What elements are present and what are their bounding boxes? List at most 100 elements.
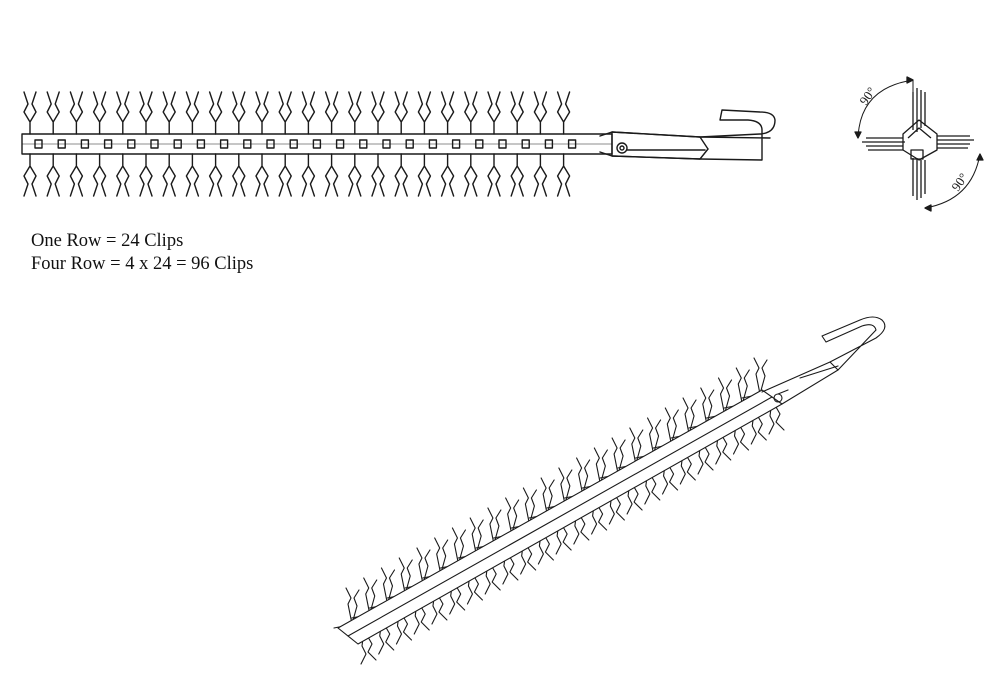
iso-clip (457, 517, 505, 595)
side-clip-slot (359, 139, 368, 149)
iso-clip (617, 427, 665, 505)
side-clip (324, 91, 339, 197)
side-clip (348, 91, 362, 197)
side-view (21, 91, 776, 197)
side-clip-slot (451, 139, 461, 149)
end-clip-top (912, 88, 926, 132)
side-clip-slot (80, 139, 90, 149)
iso-pivot-pin (773, 393, 783, 403)
iso-clip (528, 477, 576, 555)
iso-clip (475, 507, 523, 585)
side-clip (487, 91, 501, 197)
side-clip-slot (475, 139, 484, 149)
side-clip (394, 91, 408, 197)
side-clip-slot (127, 139, 136, 149)
side-clips (23, 91, 577, 197)
clip-count-notes: One Row = 24 Clips Four Row = 4 x 24 = 9… (31, 230, 253, 276)
iso-clip (741, 357, 789, 435)
side-clip-slot (289, 139, 298, 149)
iso-clip (439, 527, 487, 605)
angle-arrow-1 (906, 76, 914, 84)
iso-clip (546, 467, 594, 545)
end-view: 90° 90° (854, 76, 984, 212)
side-clip (278, 91, 292, 197)
side-clip-slot (243, 139, 252, 149)
iso-clip (688, 387, 736, 465)
angle-label-top: 90° (856, 84, 879, 108)
side-clip (46, 91, 60, 197)
side-clip-slot (57, 139, 66, 149)
side-clip-slot (382, 139, 391, 149)
angle-arrow-4 (976, 153, 984, 161)
side-clip (440, 91, 455, 197)
four-row-note: Four Row = 4 x 24 = 96 Clips (31, 254, 254, 274)
side-clip-slot (498, 139, 507, 149)
pivot-pin (616, 142, 628, 154)
end-clip-right (937, 135, 974, 149)
side-clip-slot (266, 139, 275, 149)
iso-clip (404, 547, 452, 625)
side-clip (510, 91, 524, 197)
side-clip-slot (173, 139, 182, 149)
side-clip (556, 91, 571, 197)
end-center-inner (907, 127, 932, 139)
side-clip-slot (196, 139, 206, 149)
isometric-view (333, 316, 886, 665)
iso-clip (635, 417, 683, 495)
iso-clip (493, 497, 541, 575)
iso-clip (386, 557, 434, 635)
iso-clip (510, 487, 558, 565)
angle-arc-top (857, 79, 914, 139)
iso-clip (351, 577, 399, 655)
side-clip (301, 91, 316, 197)
side-clip-slot (150, 139, 159, 149)
iso-clip (723, 367, 771, 445)
angle-arc-bottom (924, 153, 981, 209)
side-clip-slot (405, 139, 414, 149)
end-center-body (902, 119, 938, 161)
side-clip (162, 91, 176, 197)
side-clip-slot (335, 139, 345, 149)
side-clip-slot (103, 139, 113, 149)
iso-clip (670, 397, 718, 475)
strip-hook (699, 109, 776, 161)
side-clip (255, 91, 269, 197)
iso-clip (652, 407, 700, 485)
side-clip (139, 91, 153, 197)
rod-link (611, 131, 709, 160)
iso-rod (761, 361, 839, 405)
iso-clips (333, 357, 789, 665)
side-clip-slot (34, 139, 43, 149)
side-clip-slot (219, 139, 229, 149)
side-clip (371, 91, 385, 197)
angle-arrow-3 (924, 204, 932, 212)
side-clip (69, 91, 84, 197)
side-clip (23, 91, 37, 197)
one-row-note: One Row = 24 Clips (31, 231, 184, 251)
iso-clip (581, 447, 629, 525)
pivot-pin-inner (619, 145, 625, 151)
side-clip (417, 91, 432, 197)
end-clip-bottom (912, 158, 926, 200)
side-clip (116, 91, 130, 197)
side-clip-slot (428, 139, 438, 149)
side-clip (185, 91, 200, 197)
angle-label-bottom: 90° (948, 170, 971, 194)
angle-arrow-2 (854, 131, 862, 139)
iso-clip (333, 587, 381, 665)
side-clip (232, 91, 246, 197)
iso-clip (705, 377, 754, 455)
iso-clip (599, 437, 647, 515)
side-clip (464, 91, 478, 197)
side-clip-slot (544, 139, 554, 149)
side-clip-slot (312, 139, 322, 149)
iso-clip (368, 567, 417, 645)
side-clip (208, 91, 223, 197)
side-clip (533, 91, 548, 197)
iso-clip (564, 457, 612, 535)
side-clip (92, 91, 107, 197)
iso-clip (422, 537, 470, 615)
iso-spine-center (347, 396, 773, 637)
iso-hook (821, 316, 886, 371)
